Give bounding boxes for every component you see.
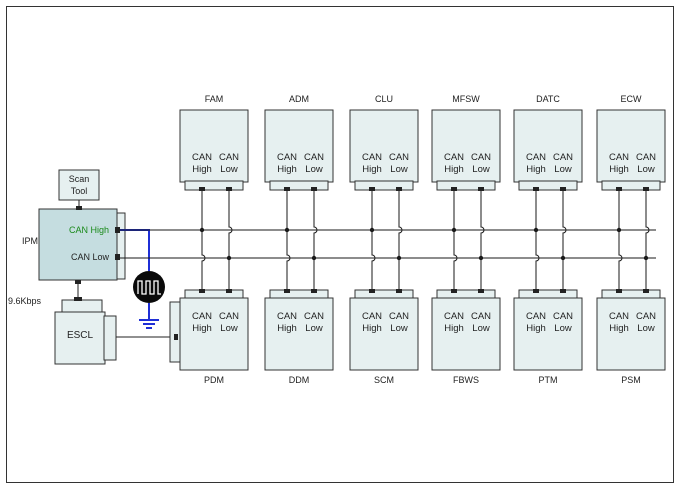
ipm-module: CAN High CAN Low	[38, 206, 126, 284]
can-low-label: Low	[472, 323, 490, 334]
can-label: CAN	[471, 152, 491, 163]
can-high-label: High	[609, 323, 629, 334]
can-label: CAN	[609, 152, 629, 163]
can-high-label: High	[277, 164, 297, 175]
can-label: CAN	[277, 311, 297, 322]
module-stub-wires	[533, 191, 567, 290]
module-name: PSM	[621, 375, 641, 385]
escl-module: ESCL	[54, 297, 117, 365]
module-name: CLU	[375, 94, 393, 104]
ipm-can-high-label: CAN High	[69, 225, 109, 235]
can-label: CAN	[553, 311, 573, 322]
module-name: ADM	[289, 94, 309, 104]
can-high-label: High	[609, 164, 629, 175]
can-high-label: High	[362, 164, 382, 175]
scan-tool: Scan Tool	[58, 169, 100, 201]
speed-label: 9.6Kbps	[8, 296, 42, 306]
can-label: CAN	[304, 311, 324, 322]
can-label: CAN	[553, 152, 573, 163]
can-label: CAN	[609, 311, 629, 322]
can-label: CAN	[219, 152, 239, 163]
module-name: PDM	[204, 375, 224, 385]
can-low-label: Low	[220, 323, 238, 334]
can-low-label: Low	[390, 323, 408, 334]
module-name: PTM	[539, 375, 558, 385]
can-low-label: Low	[390, 164, 408, 175]
module-stub-wires	[616, 191, 650, 290]
can-low-label: Low	[305, 164, 323, 175]
module-stub-wires	[369, 191, 403, 290]
module-name: FBWS	[453, 375, 479, 385]
can-low-label: Low	[472, 164, 490, 175]
can-low-label: Low	[554, 164, 572, 175]
can-label: CAN	[389, 152, 409, 163]
terminator-resistor-icon	[120, 229, 165, 320]
scan-tool-label-2: Tool	[71, 186, 88, 196]
module-name: DATC	[536, 94, 560, 104]
can-label: CAN	[636, 311, 656, 322]
can-low-label: Low	[637, 164, 655, 175]
can-low-label: Low	[637, 323, 655, 334]
can-label: CAN	[389, 311, 409, 322]
module-stub-wires	[451, 191, 485, 290]
ground-icon	[139, 319, 159, 329]
can-low-label: Low	[554, 323, 572, 334]
module-name: MFSW	[452, 94, 480, 104]
can-high-label: High	[526, 323, 546, 334]
can-high-label: High	[444, 164, 464, 175]
can-label: CAN	[526, 311, 546, 322]
module-stub-wires	[199, 191, 233, 290]
can-label: CAN	[526, 152, 546, 163]
can-high-label: High	[192, 323, 212, 334]
module-name: FAM	[205, 94, 224, 104]
diagram-frame	[6, 6, 674, 483]
ipm-label: IPM	[22, 236, 38, 246]
can-low-label: Low	[220, 164, 238, 175]
can-label: CAN	[444, 152, 464, 163]
module-stub-wires	[284, 191, 318, 290]
can-low-label: Low	[305, 323, 323, 334]
can-label: CAN	[192, 311, 212, 322]
ipm-can-low-label: CAN Low	[71, 252, 110, 262]
module-name: SCM	[374, 375, 394, 385]
can-bus-wires	[120, 191, 656, 290]
can-high-label: High	[192, 164, 212, 175]
module-name: DDM	[289, 375, 310, 385]
can-high-label: High	[526, 164, 546, 175]
can-label: CAN	[362, 311, 382, 322]
can-label: CAN	[636, 152, 656, 163]
can-label: CAN	[304, 152, 324, 163]
escl-label: ESCL	[67, 330, 94, 341]
can-label: CAN	[444, 311, 464, 322]
can-high-label: High	[277, 323, 297, 334]
can-high-label: High	[444, 323, 464, 334]
scan-tool-label-1: Scan	[69, 174, 90, 184]
module-name: ECW	[621, 94, 643, 104]
can-label: CAN	[362, 152, 382, 163]
can-label: CAN	[471, 311, 491, 322]
can-label: CAN	[192, 152, 212, 163]
can-label: CAN	[277, 152, 297, 163]
can-high-label: High	[362, 323, 382, 334]
can-modules: CANHighCANLowFAMCANHighCANLowPDMCANHighC…	[169, 94, 666, 385]
can-label: CAN	[219, 311, 239, 322]
